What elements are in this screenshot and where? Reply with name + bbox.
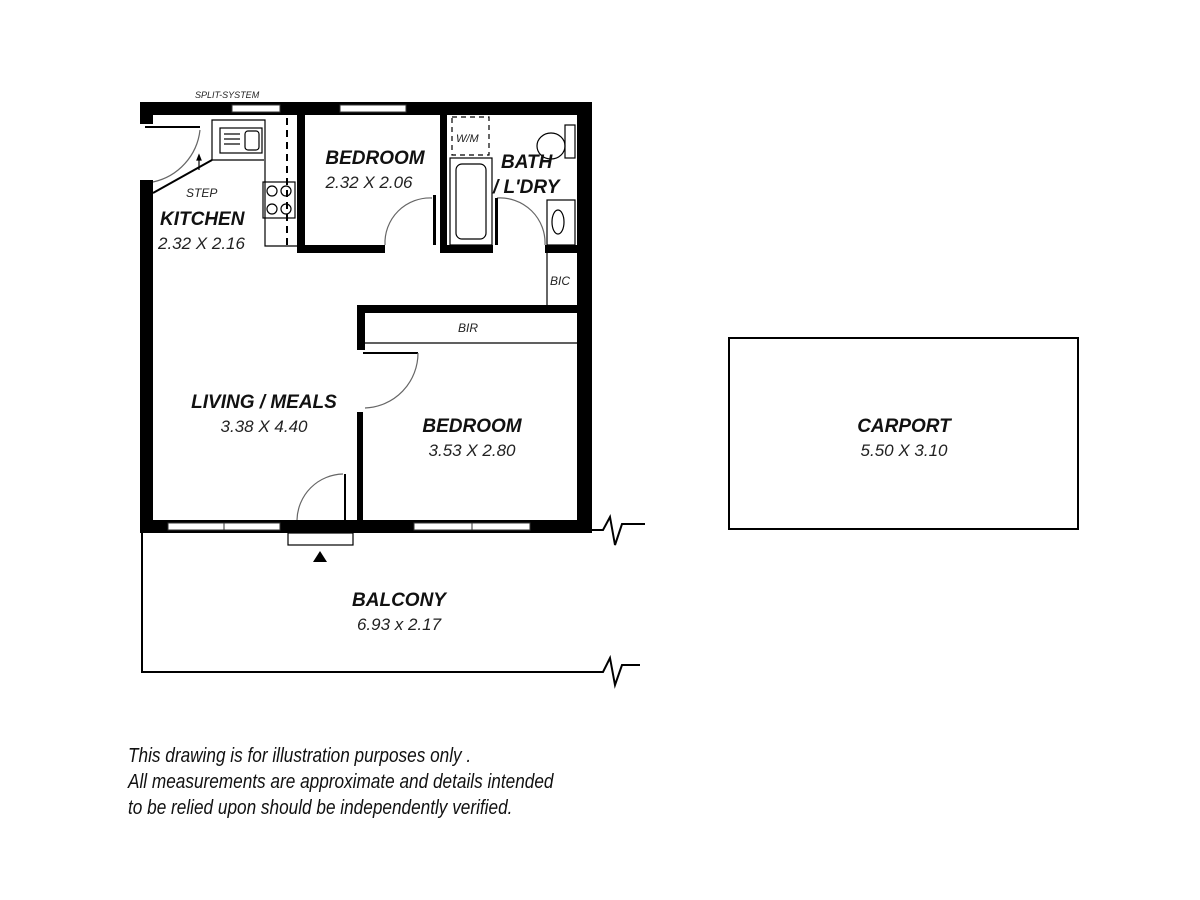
disclaimer-line: to be relied upon should be independentl… (128, 797, 513, 819)
balcony-size: 6.93 x 2.17 (357, 615, 442, 634)
kitchen-name: KITCHEN (160, 209, 246, 230)
carport-size: 5.50 X 3.10 (861, 441, 949, 460)
disclaimer: This drawing is for illustration purpose… (128, 743, 553, 821)
bath-name: BATH (501, 152, 554, 173)
living-name: LIVING / MEALS (191, 392, 337, 413)
step-label: STEP (186, 186, 217, 200)
living-size: 3.38 X 4.40 (221, 417, 309, 436)
bir-label: BIR (458, 321, 478, 335)
entry-arrow-icon (313, 551, 327, 562)
doors (152, 129, 546, 546)
windows (167, 104, 531, 531)
disclaimer-line: This drawing is for illustration purpose… (128, 745, 472, 767)
split-system-label: SPLIT-SYSTEM (195, 90, 260, 100)
bedroom1-name: BEDROOM (325, 148, 425, 169)
wm-label: W/M (456, 133, 479, 145)
bath-name-2: / L'DRY (492, 177, 562, 198)
kitchen-fixtures (145, 118, 297, 247)
bedroom2-size: 3.53 X 2.80 (429, 441, 517, 460)
bedroom2-name: BEDROOM (422, 416, 522, 437)
bic-label: BIC (550, 274, 570, 288)
bedroom1-size: 2.32 X 2.06 (325, 173, 414, 192)
carport-name: CARPORT (857, 416, 952, 437)
kitchen-size: 2.32 X 2.16 (157, 234, 246, 253)
disclaimer-line: All measurements are approximate and det… (128, 771, 554, 793)
carport-outline (728, 337, 1079, 530)
balcony-outline (141, 513, 645, 689)
balcony-name: BALCONY (352, 590, 448, 611)
bath-fixtures (365, 116, 577, 344)
